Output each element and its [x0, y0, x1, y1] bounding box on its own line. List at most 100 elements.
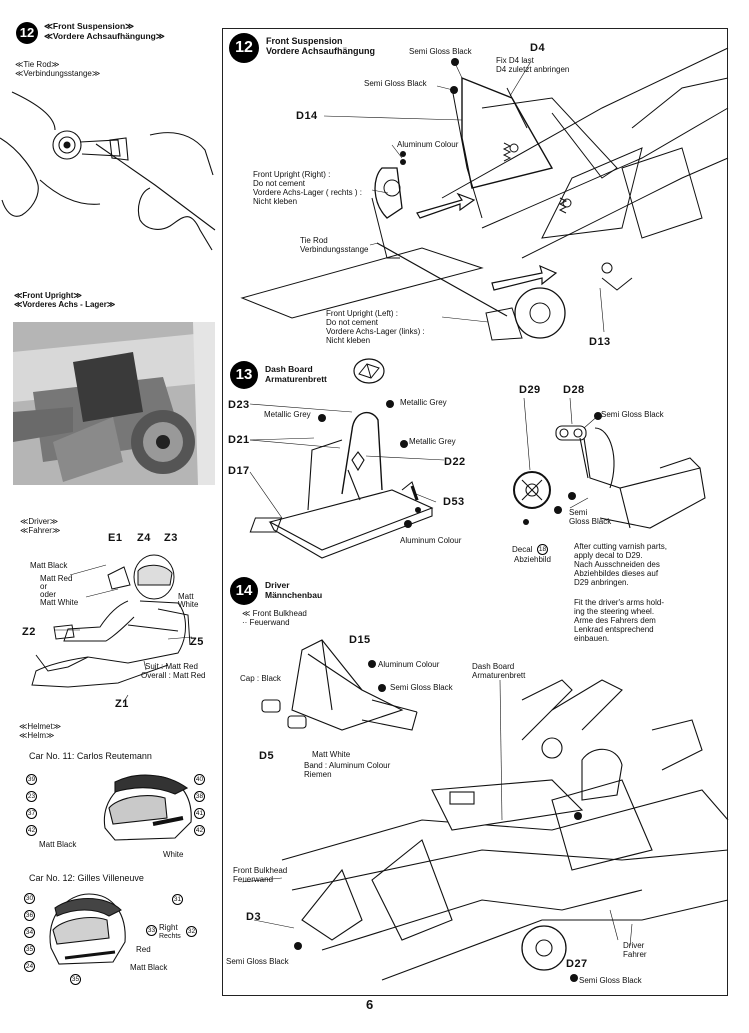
helmet-ref-number: 42: [194, 825, 205, 836]
s13-gloss-black-2: Gloss Black: [569, 517, 612, 526]
s14-semi-gloss-3: Semi Gloss Black: [579, 976, 642, 985]
s13-decal-num: 18: [537, 544, 548, 555]
s14-aluminium: Aluminum Colour: [378, 660, 440, 669]
helmet-ref-number: 37: [26, 808, 37, 819]
s14-driver-de: Fahrer: [623, 950, 647, 959]
helmet-ref-number: 35: [24, 944, 35, 955]
step-12-title-en: Front Suspension: [266, 36, 343, 46]
note-line: Lenkrad entsprechend: [574, 625, 654, 634]
s14-d5: D5: [259, 750, 275, 762]
helmet-ref-number: 34: [24, 927, 35, 938]
step-12-title-de: Vordere Achsaufhängung: [266, 46, 376, 56]
s12-aluminium: Aluminum Colour: [397, 140, 459, 149]
driver-code-z5: Z5: [190, 636, 204, 648]
note-line: After cutting varnish parts,: [574, 542, 667, 551]
helmet-car12-drawing: [49, 893, 126, 965]
helmet-ref-number: 40: [194, 774, 205, 785]
car11-white: White: [163, 850, 184, 859]
s14-d27: D27: [566, 958, 588, 970]
note-line: apply decal to D29.: [574, 551, 643, 560]
helmet-ref-number: 36: [24, 910, 35, 921]
s13-d53: D53: [443, 496, 465, 508]
note-line: Do not cement: [253, 179, 306, 188]
helmet-car12-title: Car No. 12: Gilles Villeneuve: [29, 873, 144, 883]
step-14-badge: 14: [230, 577, 258, 605]
driver-oder: oder: [40, 590, 57, 599]
tierod-label-de: ≪Verbindungsstange≫: [15, 69, 101, 78]
driver-code-z1: Z1: [115, 698, 129, 710]
note-line: Arme des Fahrers dem: [574, 616, 656, 625]
step-14-title-en: Driver: [265, 580, 290, 590]
helmet-label-de: ≪Helm≫: [19, 731, 55, 740]
cement-icon: [353, 358, 385, 384]
helmet-ref-number: 32: [186, 926, 197, 937]
s13-d21: D21: [228, 434, 250, 446]
s12-semi-gloss-1: Semi Gloss Black: [409, 47, 472, 56]
driver-label-de: ≪Fahrer≫: [20, 526, 61, 535]
s14-band: Band : Aluminum Colour: [304, 761, 391, 770]
helmet-ref-number: 23: [26, 791, 37, 802]
car12-right-de: Rechts: [159, 933, 181, 940]
s12-d14: D14: [296, 110, 318, 122]
driver-code-z3: Z3: [164, 532, 178, 544]
front-suspension-drawing: [240, 47, 729, 341]
s13-aluminium: Aluminum Colour: [400, 536, 462, 545]
driver-code-z2: Z2: [22, 626, 36, 638]
s13-semi-gloss: Semi Gloss Black: [601, 410, 664, 419]
driver-code-e1: E1: [108, 532, 123, 544]
helmet-car11-drawing: [103, 774, 192, 841]
s14-d3: D3: [246, 911, 262, 923]
car12-matt-black: Matt Black: [130, 963, 168, 972]
steering-wheel-drawing: [513, 397, 706, 529]
s12-semi-gloss-2: Semi Gloss Black: [364, 79, 427, 88]
s12-d13: D13: [589, 336, 611, 348]
note-line: Abziehbildes dieses auf: [574, 569, 659, 578]
s14-matt-white: Matt White: [312, 750, 351, 759]
helmet-ref-number: 30: [24, 893, 35, 904]
step-14-title-de: Männchenbau: [265, 590, 323, 600]
s12-d4: D4: [530, 42, 546, 54]
tierod-label-en: ≪Tie Rod≫: [15, 60, 60, 69]
car12-red: Red: [136, 945, 151, 954]
car12-right-en: Right: [159, 923, 178, 932]
upright-label-en: ≪Front Upright≫: [14, 291, 82, 300]
tierod-illustration: [0, 91, 216, 251]
driver-or: or: [40, 582, 48, 591]
note-line: Nicht kleben: [326, 336, 371, 345]
s14-bulkhead-de: ·· Feuerwand: [242, 618, 290, 627]
driver-code-z4: Z4: [137, 532, 151, 544]
driver-figure: [31, 554, 193, 704]
s13-d23: D23: [228, 399, 250, 411]
dashboard-drawing: [249, 400, 445, 559]
note-line: ing the steering wheel.: [574, 607, 655, 616]
step-12-title-en-left: ≪Front Suspension≫: [44, 21, 135, 31]
s14-bulkhead-en: ≪ Front Bulkhead: [242, 609, 307, 618]
front-upright-photo: [13, 322, 215, 485]
note-line: Front Upright (Right) :: [253, 170, 331, 179]
s14-fb-de: Feuerwand: [233, 875, 274, 884]
note-line: Tie Rod: [300, 236, 328, 245]
driver-suit: Suit : Matt Red: [145, 662, 198, 671]
step-13-title-en: Dash Board: [265, 364, 313, 374]
s14-band-de: Riemen: [304, 770, 332, 779]
note-line: Do not cement: [326, 318, 379, 327]
s13-d28: D28: [563, 384, 585, 396]
helmet-ref-number: 33: [146, 925, 157, 936]
car11-matt-black: Matt Black: [39, 840, 77, 849]
s14-d15: D15: [349, 634, 371, 646]
step-12-badge: 12: [229, 33, 259, 63]
helmet-ref-number: 24: [24, 961, 35, 972]
helmet-ref-number: 42: [26, 825, 37, 836]
helmet-ref-number: 35: [70, 974, 81, 985]
right-panel-frame: [222, 28, 728, 996]
s13-d22: D22: [444, 456, 466, 468]
driver-overall: Overall : Matt Red: [141, 671, 206, 680]
s14-semi-gloss: Semi Gloss Black: [390, 683, 453, 692]
note-line: Vordere Achs-Lager (links) :: [326, 327, 425, 336]
s14-semi-gloss-2: Semi Gloss Black: [226, 957, 289, 966]
driver-assembly-drawing: [241, 639, 729, 982]
note-line: D29 anbringen.: [574, 578, 629, 587]
driver-white-2: White: [178, 600, 199, 609]
s13-d29: D29: [519, 384, 541, 396]
s14-cap: Cap : Black: [240, 674, 281, 683]
